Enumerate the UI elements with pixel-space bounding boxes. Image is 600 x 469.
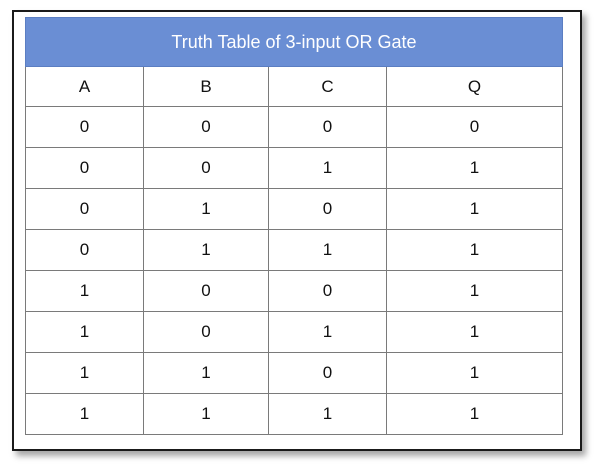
cell-c: 1 <box>268 311 387 353</box>
table-title: Truth Table of 3-input OR Gate <box>25 17 563 67</box>
cell-b: 1 <box>143 229 269 271</box>
truth-table: Truth Table of 3-input OR Gate A B C Q 0… <box>25 17 563 435</box>
column-header-b: B <box>143 66 269 107</box>
cell-a: 0 <box>25 106 144 148</box>
table-row: 0 0 0 0 <box>25 106 563 148</box>
cell-b: 0 <box>143 311 269 353</box>
cell-c: 0 <box>268 352 387 394</box>
cell-a: 1 <box>25 311 144 353</box>
column-header-a: A <box>25 66 144 107</box>
table-row: 0 1 1 1 <box>25 229 563 271</box>
cell-q: 1 <box>386 393 563 435</box>
cell-q: 1 <box>386 311 563 353</box>
cell-b: 0 <box>143 270 269 312</box>
cell-q: 1 <box>386 147 563 189</box>
cell-q: 1 <box>386 188 563 230</box>
column-header-q: Q <box>386 66 563 107</box>
cell-a: 1 <box>25 393 144 435</box>
cell-a: 1 <box>25 352 144 394</box>
cell-a: 1 <box>25 270 144 312</box>
column-header-row: A B C Q <box>25 66 563 107</box>
cell-q: 1 <box>386 270 563 312</box>
cell-c: 0 <box>268 270 387 312</box>
table-row: 1 1 0 1 <box>25 352 563 394</box>
cell-q: 1 <box>386 352 563 394</box>
table-row: 0 1 0 1 <box>25 188 563 230</box>
cell-b: 1 <box>143 393 269 435</box>
cell-c: 1 <box>268 147 387 189</box>
table-row: 1 1 1 1 <box>25 393 563 435</box>
cell-a: 0 <box>25 188 144 230</box>
cell-a: 0 <box>25 147 144 189</box>
cell-b: 0 <box>143 106 269 148</box>
table-row: 1 0 0 1 <box>25 270 563 312</box>
cell-b: 0 <box>143 147 269 189</box>
cell-c: 1 <box>268 393 387 435</box>
cell-b: 1 <box>143 352 269 394</box>
column-header-c: C <box>268 66 387 107</box>
cell-a: 0 <box>25 229 144 271</box>
cell-q: 1 <box>386 229 563 271</box>
cell-c: 1 <box>268 229 387 271</box>
table-row: 1 0 1 1 <box>25 311 563 353</box>
cell-b: 1 <box>143 188 269 230</box>
cell-q: 0 <box>386 106 563 148</box>
table-row: 0 0 1 1 <box>25 147 563 189</box>
cell-c: 0 <box>268 106 387 148</box>
cell-c: 0 <box>268 188 387 230</box>
